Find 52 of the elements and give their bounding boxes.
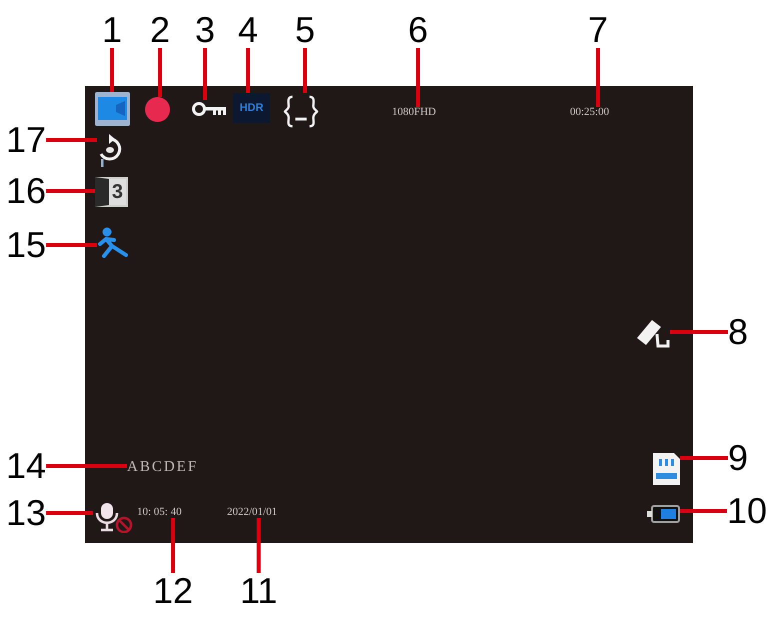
record-dot-icon — [145, 97, 170, 122]
security-camera-icon — [635, 317, 670, 350]
callout-number: 1 — [102, 12, 122, 48]
callout-number: 2 — [150, 12, 170, 48]
callout-number: 12 — [153, 573, 194, 609]
counter-tile: 3 — [95, 177, 128, 207]
date-text: 2022/01/01 — [227, 507, 278, 518]
resolution-text: 1080FHD — [392, 107, 436, 118]
callout-number: 17 — [6, 122, 46, 158]
hdr-badge: HDR — [233, 93, 270, 123]
leader-line — [416, 48, 420, 107]
callout-number: 8 — [728, 314, 748, 350]
callout-number: 3 — [195, 12, 216, 48]
leader-line — [256, 518, 261, 573]
callout-number: 6 — [408, 12, 428, 48]
bracket-icon — [283, 93, 319, 130]
leader-line — [203, 48, 208, 100]
callout-number: 14 — [6, 448, 46, 484]
running-person-icon — [97, 227, 128, 258]
callout-number: 4 — [238, 12, 258, 48]
leader-line — [303, 48, 308, 93]
leader-line — [46, 189, 95, 193]
clock-text: 10: 05: 40 — [137, 507, 182, 518]
leader-line — [171, 518, 176, 573]
callout-number: 9 — [728, 440, 748, 476]
muted-microphone-icon — [93, 502, 133, 533]
leader-line — [670, 330, 728, 334]
stamp-text: ABCDEF — [127, 460, 198, 475]
leader-line — [46, 464, 127, 468]
callout-number: 16 — [6, 173, 46, 209]
leader-line — [596, 48, 600, 107]
leader-line — [46, 511, 93, 515]
leader-line — [46, 243, 97, 247]
callout-number: 5 — [295, 12, 316, 48]
callout-number: 13 — [6, 495, 46, 531]
callout-number: 15 — [6, 227, 46, 263]
recording-time-text: 00:25:00 — [570, 107, 610, 118]
memory-card-icon — [653, 453, 680, 485]
video-camera-icon — [95, 92, 130, 126]
leader-line — [158, 48, 162, 97]
leader-line — [680, 509, 727, 513]
rotate-arrow-icon — [97, 133, 123, 168]
screen-display — [85, 86, 693, 543]
callout-number: 10 — [727, 493, 768, 529]
leader-line — [46, 138, 97, 142]
leader-line — [110, 48, 114, 92]
battery-icon — [647, 505, 680, 523]
callout-number: 11 — [240, 573, 278, 609]
leader-line — [680, 456, 728, 460]
leader-line — [246, 48, 250, 93]
key-icon — [192, 100, 227, 118]
callout-number: 7 — [588, 12, 608, 48]
